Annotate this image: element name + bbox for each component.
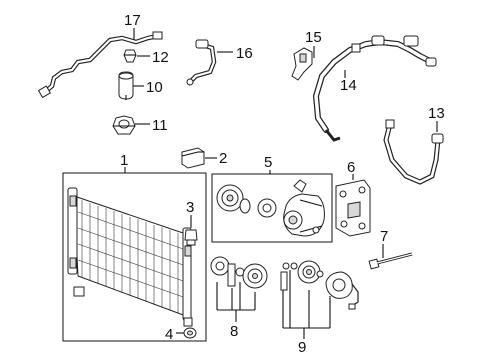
condenser-part-1	[67, 187, 193, 327]
condenser-group-box	[62, 172, 207, 342]
bolt-part-7	[368, 252, 413, 270]
callout-3: 3	[186, 199, 194, 216]
service-valve-part-12	[123, 49, 137, 63]
callout-1: 1	[120, 152, 128, 169]
callout-16: 16	[236, 45, 253, 62]
clutch-coil-set-part-9	[280, 260, 359, 310]
hose-assembly-part-14	[312, 35, 437, 142]
compressor-part-5	[216, 179, 325, 237]
liquid-hose-part-13	[383, 119, 444, 185]
callout-13: 13	[428, 105, 445, 122]
compressor-group-box	[211, 173, 333, 243]
callout-14: 14	[340, 77, 357, 94]
drier-bracket-part-11	[112, 115, 136, 135]
callout-12: 12	[152, 49, 169, 66]
discharge-pipe-part-16	[186, 39, 217, 86]
callout-6: 6	[347, 159, 355, 176]
compressor-bracket-part-6	[335, 179, 371, 237]
clutch-set-part-8	[210, 256, 268, 289]
callout-15: 15	[305, 29, 322, 46]
callout-9: 9	[298, 339, 306, 356]
grommet-part-4	[183, 327, 197, 339]
receiver-drier-part-10	[118, 71, 134, 100]
callout-5: 5	[264, 154, 272, 171]
condenser-mount-part-2	[181, 147, 205, 169]
callout-8: 8	[230, 323, 238, 340]
callout-7: 7	[380, 228, 388, 245]
pressure-switch-part-15	[291, 47, 313, 81]
callout-11: 11	[152, 117, 168, 134]
callout-17: 17	[124, 12, 141, 29]
callout-10: 10	[146, 79, 163, 96]
suction-hose-part-17	[37, 31, 163, 99]
cushion-part-3	[184, 229, 198, 246]
leader-lines	[124, 28, 438, 339]
callout-4: 4	[165, 326, 173, 343]
callout-2: 2	[219, 150, 227, 167]
